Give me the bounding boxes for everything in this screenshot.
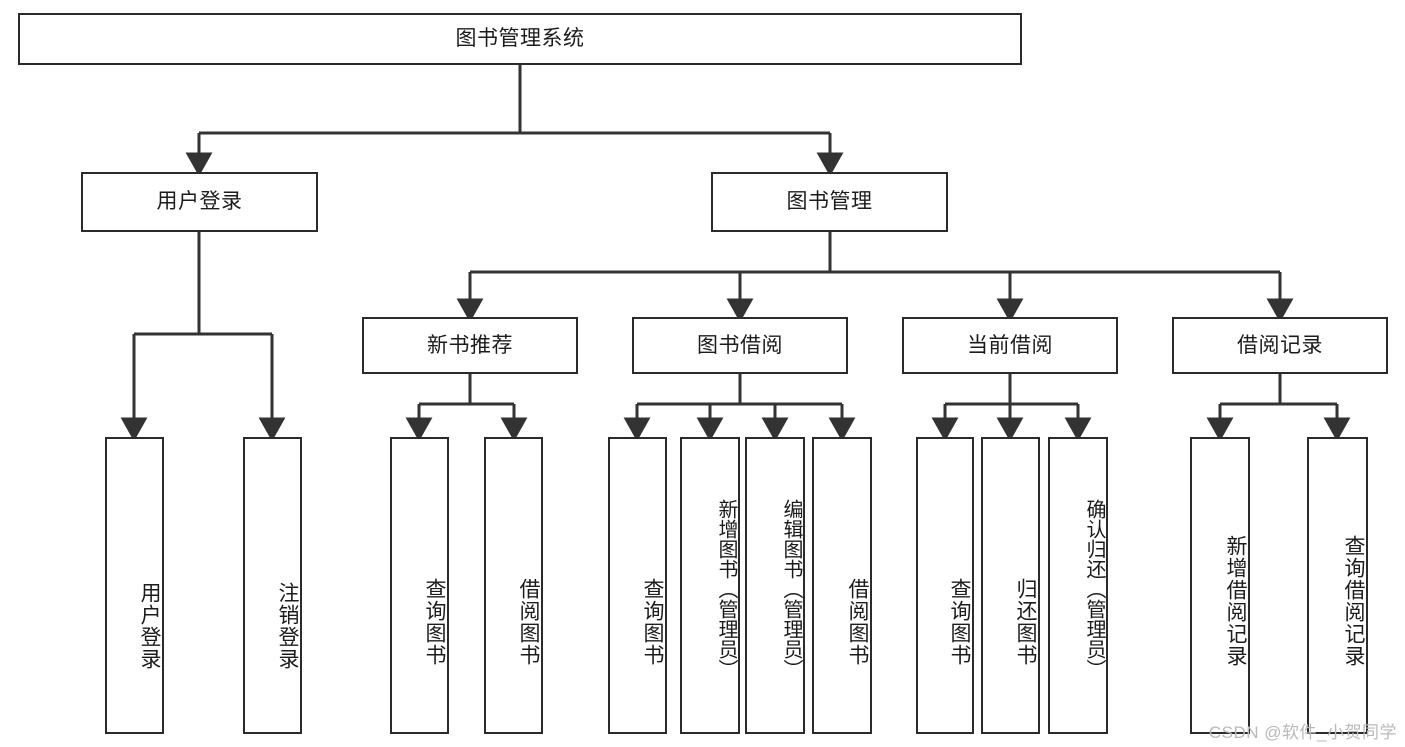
node-new-book-recommend[interactable]: 新书推荐: [362, 317, 578, 374]
leaf-book-borrow-query-book[interactable]: 查询图书: [608, 437, 667, 734]
leaf-borrow-record-add-record[interactable]: 新增借阅记录: [1190, 437, 1250, 734]
leaf-current-borrow-confirm-return-admin[interactable]: 确认归还（管理员）: [1048, 437, 1108, 734]
watermark-text: CSDN @软件_小贺同学: [1208, 723, 1397, 742]
leaf-new-book-query-book[interactable]: 查询图书: [390, 437, 449, 734]
leaf-book-borrow-borrow-book[interactable]: 借阅图书: [812, 437, 872, 734]
node-book-borrow[interactable]: 图书借阅: [632, 317, 848, 374]
node-borrow-record[interactable]: 借阅记录: [1172, 317, 1388, 374]
leaf-book-borrow-edit-book-admin[interactable]: 编辑图书（管理员）: [745, 437, 805, 734]
node-book-management[interactable]: 图书管理: [711, 172, 948, 232]
leaf-borrow-record-query-record[interactable]: 查询借阅记录: [1307, 437, 1368, 734]
node-root-book-management-system[interactable]: 图书管理系统: [18, 13, 1022, 65]
node-current-borrow[interactable]: 当前借阅: [902, 317, 1118, 374]
leaf-user-login-logout[interactable]: 注销登录: [243, 437, 302, 734]
leaf-book-borrow-add-book-admin[interactable]: 新增图书（管理员）: [680, 437, 740, 734]
leaf-user-login-login[interactable]: 用户登录: [105, 437, 164, 734]
leaf-current-borrow-return-book[interactable]: 归还图书: [981, 437, 1040, 734]
node-user-login[interactable]: 用户登录: [81, 172, 318, 232]
leaf-current-borrow-query-book[interactable]: 查询图书: [916, 437, 974, 734]
leaf-new-book-borrow-book[interactable]: 借阅图书: [484, 437, 543, 734]
